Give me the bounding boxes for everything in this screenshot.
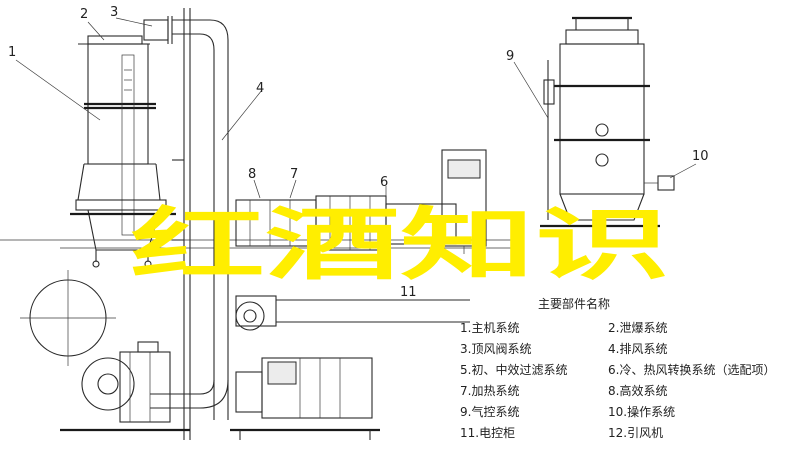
legend-item: 8.高效系统 xyxy=(608,383,667,398)
callout-10: 10 xyxy=(692,149,709,164)
legend-item: 6.冷、热风转换系统（选配项） xyxy=(608,362,775,377)
legend-title: 主要部件名称 xyxy=(538,296,610,311)
callout-3: 3 xyxy=(110,5,118,20)
callout-1: 1 xyxy=(8,45,16,60)
main-machine-drawing xyxy=(0,8,520,440)
legend-item: 1.主机系统 xyxy=(460,321,519,335)
legend-item: 5.初、中效过滤系统 xyxy=(460,362,567,377)
heating-and-filter-drawing xyxy=(150,195,470,440)
callout-8: 8 xyxy=(248,167,256,182)
callout-7: 7 xyxy=(290,167,298,182)
callout-labels: 1 2 3 4 6 7 8 9 10 11 xyxy=(8,5,709,300)
watermark-text: 红酒知识 xyxy=(130,199,670,291)
right-unit-drawing xyxy=(441,16,675,254)
legend-item: 3.顶风阀系统 xyxy=(460,342,531,356)
legend-item: 12.引风机 xyxy=(608,426,663,440)
legend-item: 7.加热系统 xyxy=(460,384,519,398)
legend-item: 4.排风系统 xyxy=(608,342,667,356)
callout-11: 11 xyxy=(400,285,417,300)
legend-item: 10.操作系统 xyxy=(608,404,675,419)
callout-9: 9 xyxy=(506,49,514,64)
parts-legend: 主要部件名称 1.主机系统 2.泄爆系统 3.顶风阀系统 4.排风系统 5.初、… xyxy=(460,296,775,440)
legend-item: 9.气控系统 xyxy=(460,404,519,419)
callout-2: 2 xyxy=(80,7,88,22)
legend-item: 11.电控柜 xyxy=(460,426,515,440)
callout-4: 4 xyxy=(256,81,264,96)
exhaust-fan-drawing xyxy=(20,270,190,432)
legend-item: 2.泄爆系统 xyxy=(608,321,667,335)
callout-6: 6 xyxy=(380,175,388,190)
